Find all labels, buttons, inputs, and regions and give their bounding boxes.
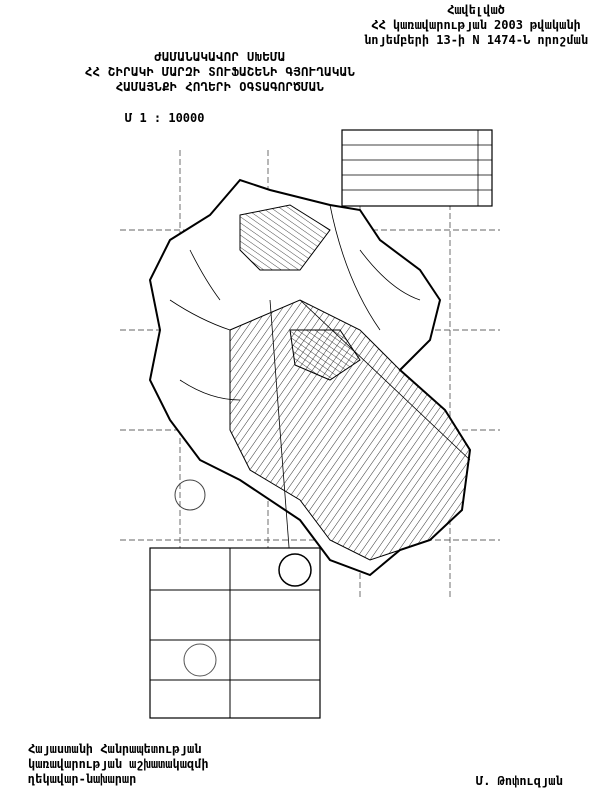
signatory-title: Հայաստանի Հանրապետության կառավարության ա… [28, 742, 209, 787]
parcel-lines [169, 204, 471, 561]
header-line: ՀՀ կառավարության 2003 թվականի [371, 18, 581, 32]
document-title: ԺԱՄԱՆԱԿԱՎՈՐ ՍԽԵՄԱ ՀՀ ՇԻՐԱԿԻ ՄԱՐԶԻ ՏՈՒՖԱՇ… [20, 50, 420, 95]
title-line: ՀԱՄԱՅՆՔԻ ՀՈՂԵՐԻ ՕԳՏԱԳՈՐԾՄԱՆ [115, 80, 325, 94]
header-line: Հավելված [447, 3, 505, 17]
arable-plots [239, 204, 331, 271]
arable-plots [229, 299, 471, 561]
title-line: ՀՀ ՇԻՐԱԿԻ ՄԱՐԶԻ ՏՈՒՖԱՇԵՆԻ ԳՅՈՒՂԱԿԱՆ [84, 65, 356, 79]
appendix-header: Հավելված ՀՀ կառավարության 2003 թվականի ն… [345, 3, 607, 48]
approval-stamps [149, 479, 321, 719]
title-line: ԺԱՄԱՆԱԿԱՎՈՐ ՍԽԵՄԱ [154, 50, 286, 64]
signatory-line: Հայաստանի Հանրապետության [28, 742, 202, 756]
signatory-line: ղեկավար-նախարար [28, 772, 137, 786]
signatory-name: Մ. Թոփուզյան [476, 774, 563, 788]
map-legend [341, 129, 493, 207]
signatory-line: կառավարության աշխատակազմի [28, 757, 209, 771]
header-line: նոյեմբերի 13-ի N 1474-Ն որոշման [364, 33, 588, 47]
map-scale: Մ 1 : 10000 [125, 111, 205, 125]
